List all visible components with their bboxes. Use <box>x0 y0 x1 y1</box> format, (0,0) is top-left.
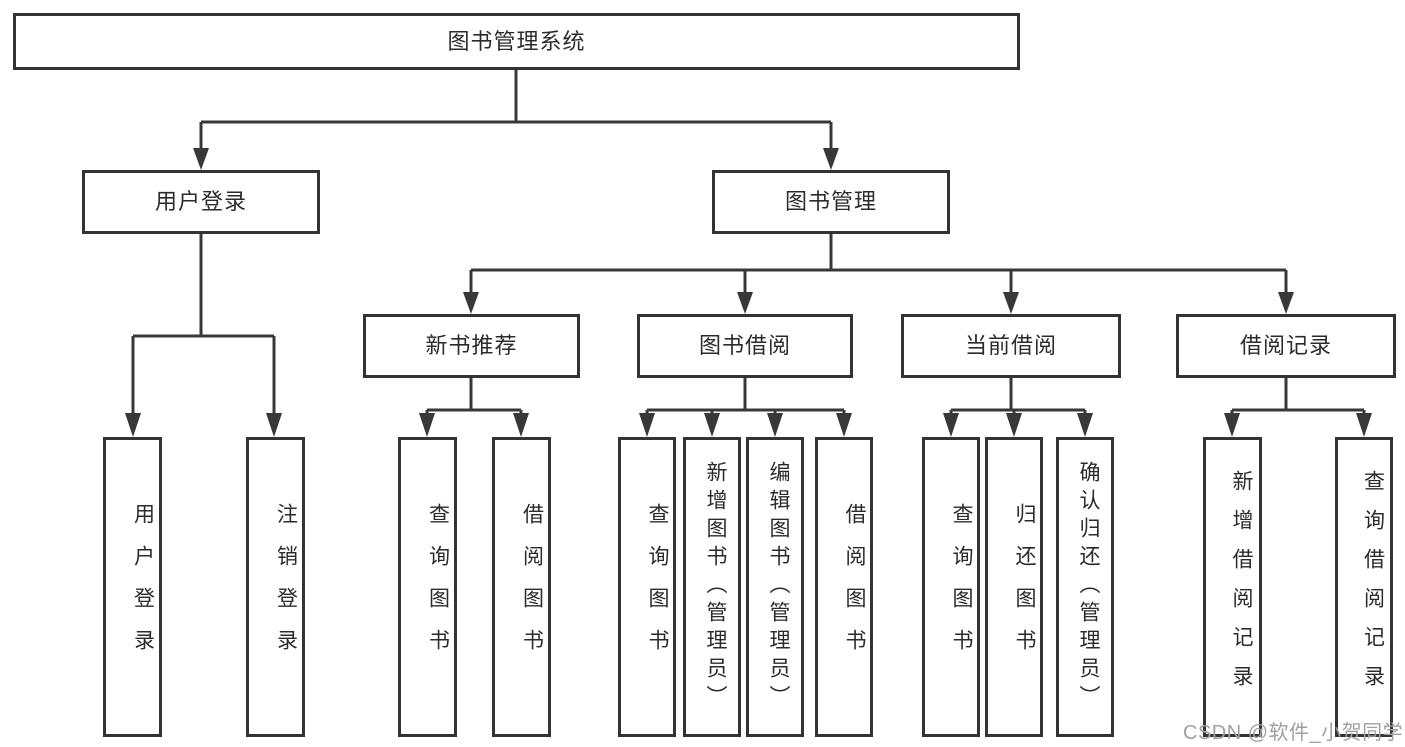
leaf-add-books-admin-label: 新增图书（管理员） <box>704 461 727 713</box>
leaf-recommend-query-books: 查询图书 <box>398 437 457 737</box>
node-user-login: 用户登录 <box>82 170 320 234</box>
leaf-user-login: 用户登录 <box>103 437 162 737</box>
leaf-current-query-books-label: 查询图书 <box>950 503 973 671</box>
branch-user-login <box>125 233 282 437</box>
leaf-add-books-admin: 新增图书（管理员） <box>683 437 741 737</box>
node-book-management-label: 图书管理 <box>784 189 877 214</box>
csdn-watermark: CSDN @软件_小贺同学 <box>1183 722 1404 744</box>
leaf-recommend-query-books-label: 查询图书 <box>426 503 450 671</box>
leaf-query-borrow-record: 查询借阅记录 <box>1335 437 1393 737</box>
node-book-borrow: 图书借阅 <box>637 314 853 378</box>
leaf-logout: 注销登录 <box>246 437 305 737</box>
leaf-return-books-label: 归还图书 <box>1013 503 1036 671</box>
node-borrow-records-label: 借阅记录 <box>1239 333 1332 358</box>
leaf-current-query-books: 查询图书 <box>922 437 980 737</box>
branch-current-borrow <box>943 378 1093 437</box>
node-root: 图书管理系统 <box>13 13 1020 70</box>
node-current-borrow-label: 当前借阅 <box>964 333 1057 358</box>
node-book-management: 图书管理 <box>712 170 950 234</box>
branch-new-book <box>419 378 529 437</box>
node-book-borrow-label: 图书借阅 <box>698 333 791 358</box>
leaf-borrow-books: 借阅图书 <box>815 437 873 737</box>
node-new-book-recommend-label: 新书推荐 <box>425 333 518 358</box>
leaf-logout-label: 注销登录 <box>274 503 298 671</box>
branch-borrow-records <box>1224 378 1372 437</box>
leaf-borrow-query-books: 查询图书 <box>618 437 676 737</box>
leaf-recommend-borrow-books-label: 借阅图书 <box>520 503 544 671</box>
leaf-recommend-borrow-books: 借阅图书 <box>492 437 551 737</box>
leaf-add-borrow-record: 新增借阅记录 <box>1203 437 1262 737</box>
branch-book-management <box>463 233 1294 314</box>
node-current-borrow: 当前借阅 <box>901 314 1121 378</box>
leaf-confirm-return-admin: 确认归还（管理员） <box>1056 437 1114 737</box>
node-user-login-label: 用户登录 <box>154 189 247 214</box>
branch-book-borrow <box>639 378 852 437</box>
node-borrow-records: 借阅记录 <box>1176 314 1396 378</box>
node-new-book-recommend: 新书推荐 <box>363 314 580 378</box>
leaf-edit-books-admin: 编辑图书（管理员） <box>746 437 804 737</box>
leaf-return-books: 归还图书 <box>985 437 1043 737</box>
leaf-edit-books-admin-label: 编辑图书（管理员） <box>767 461 790 713</box>
branch-root <box>193 70 839 170</box>
leaf-query-borrow-record-label: 查询借阅记录 <box>1361 470 1385 704</box>
leaf-user-login-label: 用户登录 <box>131 503 155 671</box>
leaf-confirm-return-admin-label: 确认归还（管理员） <box>1077 461 1100 713</box>
leaf-borrow-books-label: 借阅图书 <box>843 503 866 671</box>
leaf-add-borrow-record-label: 新增借阅记录 <box>1230 470 1253 704</box>
node-root-label: 图书管理系统 <box>447 28 586 54</box>
leaf-borrow-query-books-label: 查询图书 <box>646 503 669 671</box>
